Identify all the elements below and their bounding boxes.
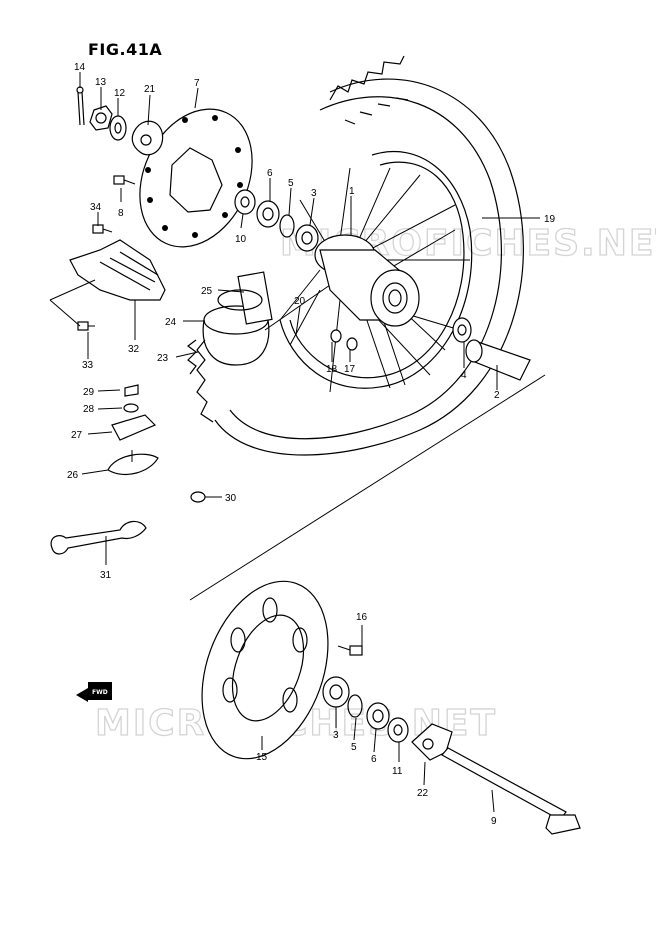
callout-10: 10 <box>235 234 247 245</box>
callout-26: 26 <box>67 470 79 481</box>
brake-disc <box>139 108 253 248</box>
callout-23: 23 <box>157 353 169 364</box>
spanner <box>50 520 147 555</box>
callout-9: 9 <box>491 816 497 827</box>
wheel-hub <box>314 234 420 327</box>
callout-8: 8 <box>118 208 124 219</box>
rim-lock-parts <box>107 384 159 475</box>
rear-sprocket <box>201 580 329 760</box>
callout-labels: 1 2 3 3 4 5 5 6 6 7 8 9 10 11 12 13 14 1… <box>67 62 556 827</box>
forward-direction-text: FWD <box>92 689 108 696</box>
callout-30: 30 <box>225 493 237 504</box>
callout-19: 19 <box>544 214 556 225</box>
callout-4: 4 <box>461 370 467 381</box>
bolt-16 <box>337 645 363 656</box>
plug-30 <box>190 491 206 503</box>
tire-cutaway <box>187 271 273 375</box>
callout-21: 21 <box>144 84 156 95</box>
callout-2: 2 <box>494 390 500 401</box>
rear-axle <box>441 747 581 835</box>
spoke-nipples <box>330 329 358 351</box>
callout-15: 15 <box>256 752 268 763</box>
callout-6-lower: 6 <box>371 754 377 765</box>
axle-nut-stack <box>76 86 164 156</box>
callout-5-lower: 5 <box>351 742 357 753</box>
callout-3-lower: 3 <box>333 730 339 741</box>
callout-11: 11 <box>392 766 403 777</box>
callout-24: 24 <box>165 317 177 328</box>
upper-bearing-stack <box>234 189 319 252</box>
callout-27: 27 <box>71 430 83 441</box>
callout-16: 16 <box>356 612 368 623</box>
callout-33: 33 <box>82 360 94 371</box>
callout-6-upper: 6 <box>267 168 273 179</box>
bolt-34 <box>92 224 113 234</box>
callout-34: 34 <box>90 202 102 213</box>
forward-direction-badge: FWD <box>76 682 112 702</box>
chain-adjuster <box>411 723 453 761</box>
axle-spacer <box>452 317 531 381</box>
callout-20: 20 <box>294 296 306 307</box>
callout-17: 17 <box>344 364 356 375</box>
callout-3-upper: 3 <box>311 188 317 199</box>
callout-12: 12 <box>114 88 126 99</box>
callout-5-upper: 5 <box>288 178 294 189</box>
callout-13: 13 <box>95 77 107 88</box>
callout-32: 32 <box>128 344 140 355</box>
lower-bearing-stack <box>322 676 409 743</box>
figure-title: FIG.41A <box>88 40 163 59</box>
bolt-8 <box>113 175 136 185</box>
callout-7: 7 <box>194 78 200 89</box>
callout-14: 14 <box>74 62 86 73</box>
callout-29: 29 <box>83 387 95 398</box>
callout-25: 25 <box>201 286 213 297</box>
callout-22: 22 <box>417 788 429 799</box>
callout-1: 1 <box>349 186 355 197</box>
callout-28: 28 <box>83 404 95 415</box>
callout-18: 18 <box>326 364 338 375</box>
leader-lines <box>49 72 546 813</box>
callout-31: 31 <box>100 570 112 581</box>
